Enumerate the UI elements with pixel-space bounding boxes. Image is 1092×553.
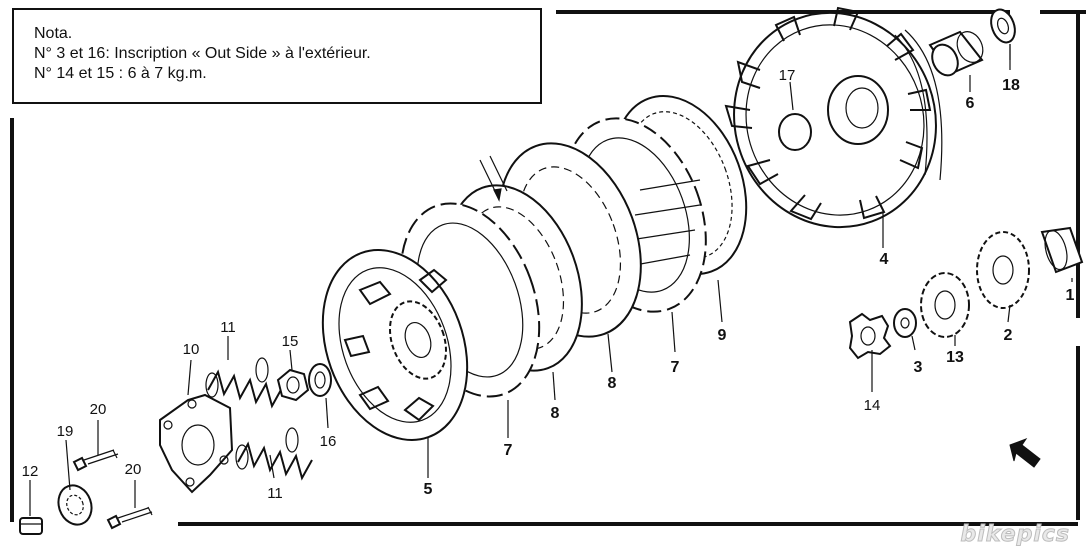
part-label-11-top: 11: [220, 319, 236, 336]
part-label-3: 3: [914, 359, 923, 376]
bolt-bottom: [106, 506, 153, 530]
part-label-10: 10: [183, 341, 200, 358]
bushing: [928, 30, 984, 77]
part-label-11-bottom: 11: [267, 485, 283, 502]
bolt-top: [72, 449, 119, 472]
part-label-8-right: 8: [608, 375, 617, 392]
sprocket: [976, 231, 1030, 309]
washer-18: [990, 8, 1016, 44]
lifter-pin: [19, 517, 43, 535]
note-box: Nota. N° 3 et 16: Inscription « Out Side…: [12, 8, 542, 104]
part-labels: 1 2 3 4 5 6 7 7 8 8 9 10 11 11 12 13 14 …: [22, 67, 1075, 502]
clutch-spring-top: [205, 357, 283, 409]
clutch-housing: [724, 6, 943, 229]
collar: [1040, 226, 1084, 274]
lock-nut: [276, 368, 310, 402]
part-label-4: 4: [880, 251, 889, 268]
clutch-center: [321, 249, 469, 441]
part-label-20-bottom: 20: [125, 461, 142, 478]
part-label-20-top: 20: [90, 401, 107, 418]
part-label-6: 6: [966, 95, 975, 112]
frame-lines: [10, 10, 1086, 526]
part-label-19: 19: [57, 423, 74, 440]
lifter-bearing: [57, 484, 93, 526]
note-line-2: N° 14 et 15 : 6 à 7 kg.m.: [34, 65, 207, 82]
part-label-9: 9: [718, 327, 727, 344]
thrust-washer: [893, 308, 917, 338]
lifter-plate: [159, 393, 234, 494]
lock-washer: [848, 312, 892, 360]
part-label-16: 16: [320, 433, 337, 450]
part-label-8-left: 8: [551, 405, 560, 422]
note-line-1: N° 3 et 16: Inscription « Out Side » à l…: [34, 45, 371, 62]
note-title: Nota.: [34, 25, 73, 42]
part-label-13: 13: [946, 349, 964, 366]
part-label-2: 2: [1004, 327, 1013, 344]
part-label-17: 17: [779, 67, 796, 84]
direction-arrow-icon: [1009, 437, 1041, 468]
part-label-5: 5: [424, 481, 433, 498]
watermark-logo: bikepics: [960, 522, 1070, 548]
drive-gear-small: [920, 272, 970, 338]
outside-arrows: [479, 155, 508, 202]
part-label-15: 15: [282, 333, 299, 350]
part-label-18: 18: [1002, 77, 1020, 94]
leader-lines: [29, 44, 1073, 516]
part-label-7-right: 7: [671, 359, 680, 376]
part-label-14: 14: [864, 397, 881, 414]
washer-16: [308, 363, 332, 397]
clutch-spring-bottom: [235, 427, 313, 481]
part-label-1: 1: [1066, 287, 1075, 304]
part-label-12: 12: [22, 463, 39, 480]
part-label-7-left: 7: [504, 442, 513, 459]
